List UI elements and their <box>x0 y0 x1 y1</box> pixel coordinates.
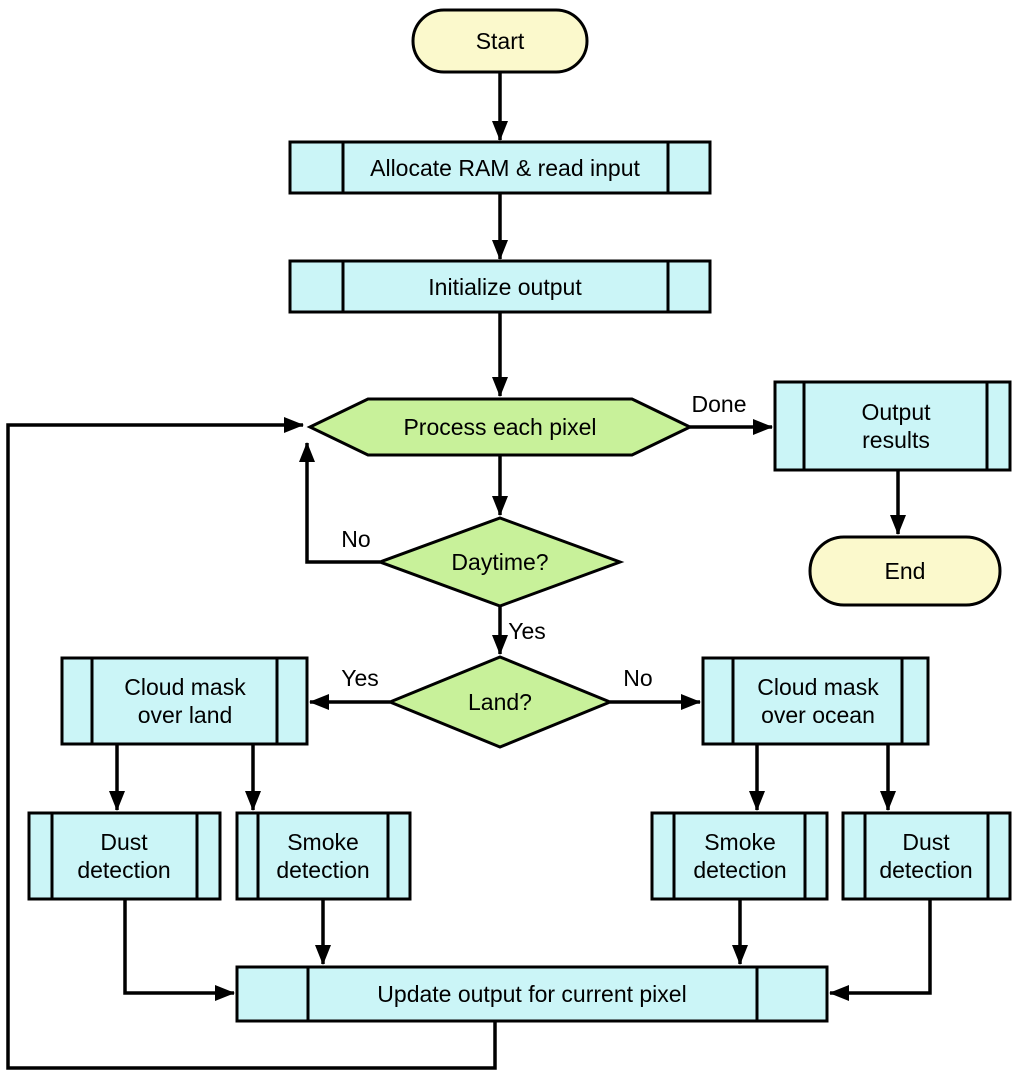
cloud-mask-land-label-line2: over land <box>138 702 233 728</box>
output-results-label-line1: Output <box>861 399 931 425</box>
end-shape <box>808 535 1002 607</box>
node-dust-detection-land: Dust detection <box>27 811 222 901</box>
smoke-detection-ocean-label-line2: detection <box>693 857 786 883</box>
update-output-label: Update output for current pixel <box>377 981 686 1007</box>
smoke-detection-ocean-shape <box>650 811 829 901</box>
node-daytime: Daytime? <box>375 516 625 608</box>
cloud-mask-ocean-shape <box>701 656 930 746</box>
land-shape <box>386 655 614 749</box>
node-process-each-pixel: Process each pixel <box>306 397 694 457</box>
smoke-detection-land-shape <box>235 811 412 901</box>
edge-label-land-no: No <box>623 665 652 691</box>
edge-label-daytime-no: No <box>341 526 370 552</box>
cloud-mask-land-shape <box>60 656 309 746</box>
node-output-results: Output results <box>773 380 1012 472</box>
edge-label-land-yes: Yes <box>341 665 379 691</box>
allocate-ram-label: Allocate RAM & read input <box>370 155 640 181</box>
node-start: Start <box>411 8 589 74</box>
node-cloud-mask-ocean: Cloud mask over ocean <box>701 656 930 746</box>
node-update-output: Update output for current pixel <box>235 965 829 1023</box>
edge-update-loopback <box>6 417 497 1070</box>
edges <box>6 72 932 1070</box>
process-each-pixel-label: Process each pixel <box>403 414 596 440</box>
dust-detection-land-label-line1: Dust <box>100 829 148 855</box>
edge-daytime-no-loopback <box>299 442 380 564</box>
daytime-shape <box>375 516 625 608</box>
dust-detection-ocean-label-line2: detection <box>879 857 972 883</box>
edge-label-done: Done <box>692 391 747 417</box>
node-smoke-detection-ocean: Smoke detection <box>650 811 829 901</box>
cloud-mask-land-label-line1: Cloud mask <box>124 674 246 700</box>
edge-label-daytime-yes: Yes <box>508 618 546 644</box>
smoke-detection-land-label-line1: Smoke <box>287 829 359 855</box>
process-each-pixel-shape <box>306 397 694 457</box>
dust-detection-land-shape <box>27 811 222 901</box>
cloud-mask-ocean-label-line2: over ocean <box>761 702 875 728</box>
smoke-detection-ocean-label-line1: Smoke <box>704 829 776 855</box>
node-land: Land? <box>386 655 614 749</box>
output-results-shape <box>773 380 1012 472</box>
daytime-label: Daytime? <box>451 549 548 575</box>
node-cloud-mask-land: Cloud mask over land <box>60 656 309 746</box>
node-allocate-ram: Allocate RAM & read input <box>288 140 712 195</box>
initialize-output-label: Initialize output <box>428 274 582 300</box>
smoke-detection-land-label-line2: detection <box>276 857 369 883</box>
initialize-output-shape <box>288 259 712 314</box>
dust-detection-land-label-line2: detection <box>77 857 170 883</box>
node-end: End <box>808 535 1002 607</box>
land-label: Land? <box>468 689 532 715</box>
node-smoke-detection-land: Smoke detection <box>235 811 412 901</box>
dust-detection-ocean-shape <box>841 811 1012 901</box>
end-label: End <box>885 558 926 584</box>
start-label: Start <box>476 28 525 54</box>
start-shape <box>411 8 589 74</box>
edge-dustocean-to-update <box>829 900 932 1001</box>
node-dust-detection-ocean: Dust detection <box>841 811 1012 901</box>
allocate-ram-shape <box>288 140 712 195</box>
output-results-label-line2: results <box>862 427 930 453</box>
edge-dustland-to-update <box>123 899 235 1001</box>
node-initialize-output: Initialize output <box>288 259 712 314</box>
dust-detection-ocean-label-line1: Dust <box>902 829 950 855</box>
cloud-mask-ocean-label-line1: Cloud mask <box>757 674 879 700</box>
update-output-shape <box>235 965 829 1023</box>
